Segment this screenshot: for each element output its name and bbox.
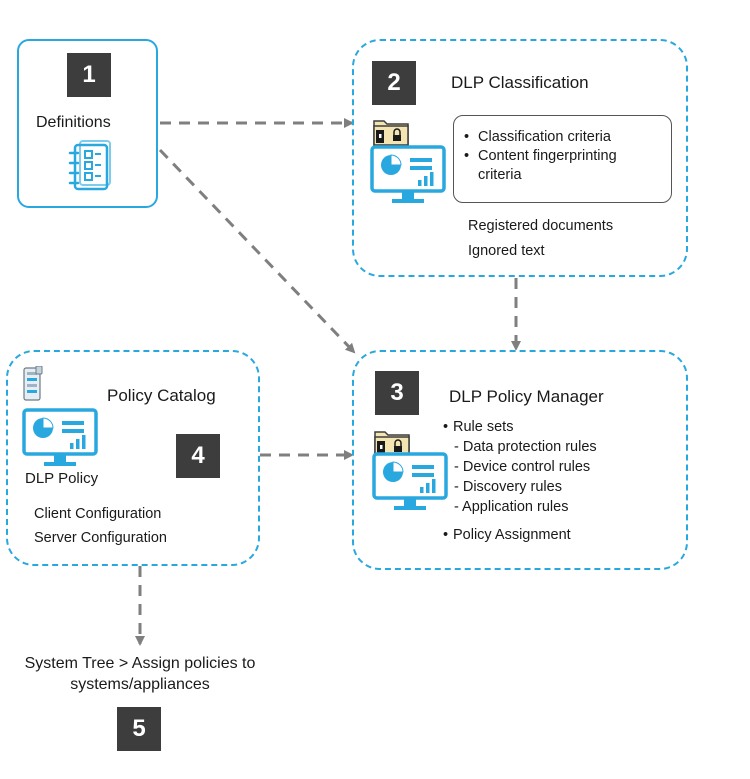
definitions-title: Definitions [36,114,111,131]
classification-panel: 2 DLP Classification Classification crit… [352,39,688,277]
criteria-list: Classification criteria Content fingerpr… [464,128,661,185]
criteria-item: Content fingerprinting criteria [464,147,648,185]
rule-sets-block: Rule sets - Data protection rules - Devi… [443,418,597,545]
monitor-chart-icon [370,145,446,203]
rule-item: - Discovery rules [454,479,562,495]
policy-catalog-title: Policy Catalog [107,386,216,405]
policy-stack-icon [23,366,43,401]
system-tree-line-1: System Tree > Assign policies to [24,655,256,672]
rule-item: - Application rules [454,499,569,515]
folder-lock-icon [373,120,409,146]
policy-manager-panel: 3 DLP Policy Manager Rule sets - Data pr… [352,350,688,570]
step-number-2: 2 [372,61,416,105]
definitions-panel: 1 Definitions [17,39,158,208]
system-tree-caption: System Tree > Assign policies to systems… [0,653,280,695]
classification-title: DLP Classification [451,73,589,92]
policy-assignment-label: Policy Assignment [443,526,597,545]
folder-lock-icon [374,431,410,457]
policy-manager-title: DLP Policy Manager [449,387,604,406]
ignored-text-label: Ignored text [468,243,545,259]
rule-item: - Data protection rules [454,439,597,455]
policy-catalog-panel: Policy Catalog 4 DLP Policy Client Confi… [6,350,260,566]
step-number-5: 5 [117,707,161,751]
step-number-3: 3 [375,371,419,415]
notebook-icon [68,140,111,191]
criteria-item: Classification criteria [464,128,661,147]
rules-list: - Data protection rules - Device control… [443,437,597,517]
classification-criteria-box: Classification criteria Content fingerpr… [453,115,672,203]
step-number-4: 4 [176,434,220,478]
arrow-definitions-to-policy-manager [158,148,356,354]
client-configuration-label: Client Configuration [34,506,162,522]
monitor-chart-icon [372,452,448,510]
monitor-chart-icon [22,408,98,466]
rule-sets-label: Rule sets [443,418,597,437]
dlp-policy-label: DLP Policy [25,470,99,487]
step-number-1: 1 [67,53,111,97]
registered-documents-label: Registered documents [468,218,614,234]
rule-item: - Device control rules [454,459,591,475]
system-tree-line-2: systems/appliances [70,676,210,693]
server-configuration-label: Server Configuration [34,530,167,546]
